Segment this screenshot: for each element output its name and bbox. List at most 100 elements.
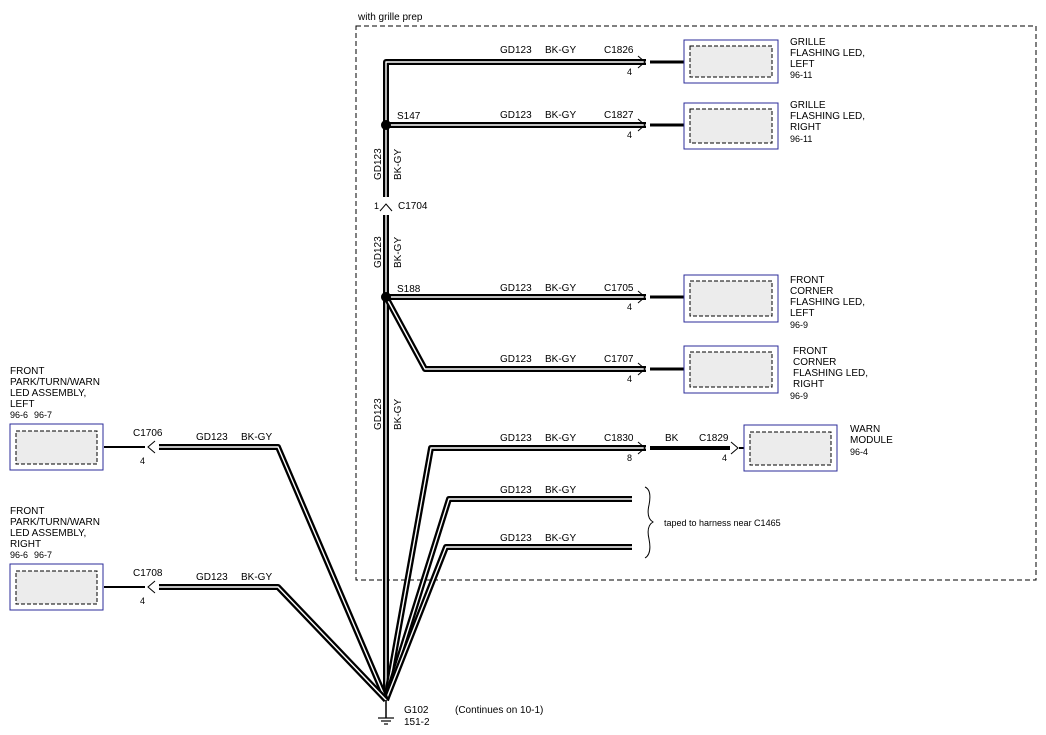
component-line-4: LEFT (790, 308, 814, 319)
component-grille-led-right: GRILLE FLASHING LED, RIGHT 96-11 (683, 100, 865, 150)
ground-note: (Continues on 10-1) (455, 705, 543, 716)
grille-prep-region (355, 25, 1037, 581)
wire-circuit-label: GD123 (500, 110, 532, 121)
component-ref: 96-11 (790, 70, 812, 80)
splice-s188-label: S188 (397, 284, 421, 295)
wire-color-label: BK-GY (545, 433, 576, 444)
wire-circuit-label: GD123 (196, 572, 228, 583)
brace-icon (644, 486, 655, 559)
component-line-2: FLASHING LED, (790, 48, 865, 59)
connector-c1704-icon (379, 203, 393, 212)
component-line-1: FRONT (793, 346, 827, 357)
region-label: with grille prep (357, 12, 423, 23)
connector-2-icon (730, 441, 739, 455)
ground-g102: G102 151-2 (Continues on 10-1) (378, 700, 543, 728)
pin-label: 4 (627, 374, 632, 384)
wire-color-label: BK-GY (545, 485, 576, 496)
ground-id: G102 (404, 705, 429, 716)
pin-label: 4 (140, 596, 145, 606)
component-line-2: FLASHING LED, (790, 111, 865, 122)
splice-s188-dot (381, 292, 391, 302)
component-corner-led-right: FRONT CORNER FLASHING LED, RIGHT 96-9 (683, 345, 868, 401)
connector-icon (147, 440, 156, 454)
component-park-led-right: FRONT PARK/TURN/WARN LED ASSEMBLY, RIGHT… (9, 506, 104, 611)
wire-color-label: BK-GY (545, 45, 576, 56)
trunk-lower-circuit: GD123 (373, 398, 384, 430)
component-ref: 96-9 (790, 391, 808, 401)
branch-warn-module: GD123 BK-GY C1830 8 BK C1829 4 (500, 433, 746, 463)
component-line-1: GRILLE (790, 37, 826, 48)
component-line-3: LED ASSEMBLY, (10, 388, 86, 399)
connector-icon (637, 290, 646, 304)
branch-park-left: GD123 BK-GY C1706 4 (104, 428, 272, 466)
component-line-1: GRILLE (790, 100, 826, 111)
wire-color-label: BK-GY (545, 283, 576, 294)
branch-taped-2: GD123 BK-GY (500, 533, 576, 544)
component-line-1: FRONT (10, 366, 44, 377)
wire-color-label: BK-GY (545, 354, 576, 365)
connector-label: C1705 (604, 283, 634, 294)
connector-icon (637, 118, 646, 132)
taped-note: taped to harness near C1465 (664, 518, 781, 528)
component-line-1: FRONT (10, 506, 44, 517)
component-ref-2: 96-7 (34, 550, 52, 560)
connector-label: C1830 (604, 433, 634, 444)
wire-circuit-label: GD123 (500, 354, 532, 365)
trunk-mid-color: BK-GY (393, 237, 404, 268)
connector-icon (147, 580, 156, 594)
wire-branches (159, 294, 646, 703)
pin-label: 4 (627, 67, 632, 77)
component-ref: 96-9 (790, 320, 808, 330)
trunk-upper-circuit: GD123 (373, 148, 384, 180)
component-grille-led-left: GRILLE FLASHING LED, LEFT 96-11 (683, 37, 865, 84)
component-line-2: CORNER (790, 286, 833, 297)
trunk-upper-color: BK-GY (393, 149, 404, 180)
component-ref: 96-4 (850, 447, 868, 457)
component-line-3: FLASHING LED, (790, 297, 865, 308)
ground-ref: 151-2 (404, 717, 430, 728)
pin-label: 4 (627, 302, 632, 312)
component-ref: 96-11 (790, 134, 812, 144)
component-line-1: WARN (850, 424, 880, 435)
connector-label: C1708 (133, 568, 163, 579)
pin-label: 8 (627, 453, 632, 463)
component-line-4: LEFT (10, 399, 34, 410)
splice-s147-dot (381, 120, 391, 130)
component-line-2: PARK/TURN/WARN (10, 517, 100, 528)
wire-color-label: BK-GY (241, 432, 272, 443)
pin-label: 4 (140, 456, 145, 466)
ground-icon (378, 717, 394, 725)
branch-park-right: GD123 BK-GY C1708 4 (104, 568, 272, 606)
component-line-2: MODULE (850, 435, 893, 446)
wire-color-label: BK-GY (545, 533, 576, 544)
pin-label: 4 (627, 130, 632, 140)
component-line-3: RIGHT (790, 122, 821, 133)
component-line-3: FLASHING LED, (793, 368, 868, 379)
component-corner-led-left: FRONT CORNER FLASHING LED, LEFT 96-9 (683, 274, 865, 330)
wire-color-label: BK-GY (241, 572, 272, 583)
wire-circuit-label: GD123 (196, 432, 228, 443)
c1704-pin: 1 (374, 201, 379, 211)
connector-icon (637, 55, 646, 69)
wire-circuit-label: GD123 (500, 283, 532, 294)
component-ref-1: 96-6 (10, 410, 28, 420)
wire-color-label: BK-GY (545, 110, 576, 121)
component-line-3: LED ASSEMBLY, (10, 528, 86, 539)
component-ref-1: 96-6 (10, 550, 28, 560)
wire-color-2-label: BK (665, 433, 679, 444)
wire-circuit-label: GD123 (500, 45, 532, 56)
component-line-4: RIGHT (793, 379, 824, 390)
branch-corner-left: GD123 BK-GY C1705 4 (500, 283, 686, 312)
component-park-led-left: FRONT PARK/TURN/WARN LED ASSEMBLY, LEFT … (9, 366, 104, 471)
component-line-3: LEFT (790, 59, 814, 70)
splice-s147-label: S147 (397, 111, 421, 122)
pin-2-label: 4 (722, 453, 727, 463)
component-line-2: CORNER (793, 357, 836, 368)
component-line-2: PARK/TURN/WARN (10, 377, 100, 388)
component-line-1: FRONT (790, 275, 824, 286)
component-line-4: RIGHT (10, 539, 41, 550)
branch-grille-left: GD123 BK-GY C1826 4 (500, 45, 686, 77)
wire-circuit-label: GD123 (500, 433, 532, 444)
trunk-lower-color: BK-GY (393, 399, 404, 430)
